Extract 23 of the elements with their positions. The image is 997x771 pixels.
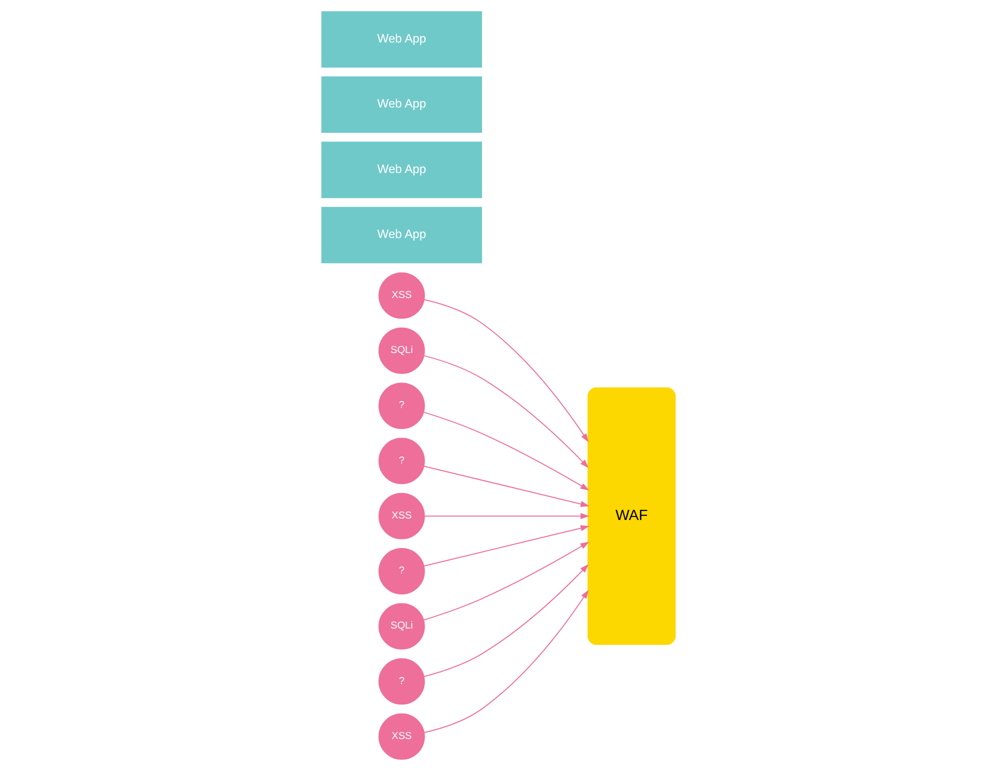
node-circle: XSS xyxy=(378,492,425,540)
arrow xyxy=(424,542,590,620)
node-box: Web App xyxy=(321,11,482,68)
arrow xyxy=(424,299,589,442)
arrow xyxy=(424,466,590,507)
node-circle: SQLi xyxy=(378,603,425,650)
arrow xyxy=(424,513,590,520)
arrow xyxy=(424,412,590,490)
node-circle: ? xyxy=(378,382,425,430)
node-box: WAF xyxy=(588,387,676,645)
arrow xyxy=(424,525,590,566)
arrow xyxy=(424,355,589,468)
arrow xyxy=(424,590,589,734)
node-circle: ? xyxy=(378,658,425,705)
node-circle: XSS xyxy=(378,272,425,319)
node-box: Web App xyxy=(321,206,482,264)
node-box: Web App xyxy=(321,142,482,198)
node-circle: XSS xyxy=(378,713,425,760)
arrow xyxy=(424,564,589,677)
node-circle: ? xyxy=(378,438,425,484)
node-circle: SQLi xyxy=(378,328,425,374)
node-circle: ? xyxy=(378,548,425,594)
node-box: Web App xyxy=(321,76,482,133)
